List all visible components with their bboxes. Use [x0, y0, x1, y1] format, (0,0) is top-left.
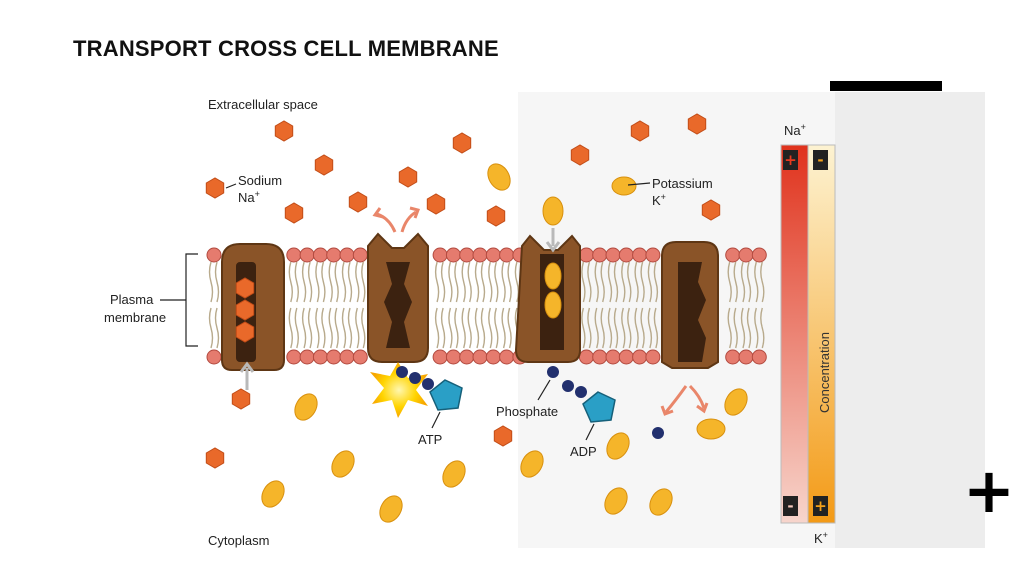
potassium-ion	[649, 488, 673, 516]
sodium-symbol-label: Na+	[238, 189, 260, 205]
adp-molecule	[562, 380, 616, 441]
phosphate-label: Phosphate	[496, 404, 558, 419]
phospholipid	[472, 247, 488, 365]
phospholipid	[312, 247, 328, 365]
plasma-label-line1: Plasma	[110, 292, 154, 307]
atp-label: ATP	[418, 432, 442, 447]
sodium-ion	[314, 154, 334, 176]
phospholipid	[445, 247, 461, 365]
phospholipid	[326, 247, 342, 365]
movement-arrows	[239, 206, 709, 416]
sodium-ion	[687, 113, 707, 135]
phospholipid	[459, 247, 475, 365]
phospholipid	[632, 247, 648, 365]
gradient-sign-bottom-left: -	[787, 497, 793, 515]
add-slide-plus-icon[interactable]: +	[963, 454, 1015, 527]
potassium-ion	[606, 432, 630, 460]
potassium-symbol-label: K+	[652, 192, 666, 208]
phospholipid	[352, 247, 368, 365]
potassium-ion	[487, 163, 511, 191]
phospholipid	[432, 247, 448, 365]
sodium-ion	[570, 144, 590, 166]
plasma-membrane-bracket	[160, 253, 198, 347]
sodium-ion	[235, 321, 255, 343]
gradient-sign-box	[813, 150, 828, 170]
potassium-ion	[604, 487, 628, 515]
bound-sodium-ions	[235, 277, 255, 343]
concentration-axis-label: Concentration	[817, 332, 832, 413]
potassium-ion	[696, 418, 726, 440]
phospholipid	[485, 247, 501, 365]
plasma-membrane-bilayer	[206, 247, 767, 365]
phospholipid	[299, 247, 315, 365]
phospholipid	[339, 247, 355, 365]
sodium-ion	[452, 132, 472, 154]
potassium-ion	[261, 480, 285, 508]
pump-protein-state-2	[367, 232, 429, 363]
concentration-gradient: + - - + Concentration	[780, 144, 836, 524]
pump-protein-state-4	[661, 241, 719, 369]
phospholipid	[286, 247, 302, 365]
sodium-ion	[205, 447, 225, 469]
sodium-ion	[231, 388, 251, 410]
plasma-label-line2: membrane	[104, 310, 166, 325]
gradient-sign-box	[783, 150, 798, 170]
phospholipid	[578, 247, 594, 365]
phospholipid	[605, 247, 621, 365]
potassium-ion	[442, 460, 466, 488]
free-potassium-ions	[261, 163, 748, 523]
potassium-ion	[520, 450, 544, 478]
bound-potassium-ions	[544, 262, 562, 319]
sodium-ion	[630, 120, 650, 142]
accent-bar	[830, 81, 942, 91]
extracellular-space-label: Extracellular space	[208, 97, 318, 112]
atp-molecule	[396, 366, 463, 429]
adp-label: ADP	[570, 444, 597, 459]
gradient-top-label: Na+	[784, 122, 806, 138]
atp-energy-burst	[370, 362, 428, 418]
sodium-ion	[398, 166, 418, 188]
sodium-ion	[274, 120, 294, 142]
phospholipid	[751, 247, 767, 365]
phospholipid	[738, 247, 754, 365]
cytoplasm-label: Cytoplasm	[208, 533, 269, 548]
free-sodium-ions	[205, 113, 721, 469]
potassium-ion	[294, 393, 318, 421]
sodium-ion	[486, 205, 506, 227]
phospholipid	[592, 247, 608, 365]
phosphate-groups	[537, 366, 664, 439]
sodium-ion	[235, 299, 255, 321]
sodium-ion	[205, 177, 225, 199]
sodium-ion	[284, 202, 304, 224]
gradient-sign-box	[783, 496, 798, 516]
side-panel	[835, 92, 985, 548]
potassium-label: Potassium	[652, 176, 713, 191]
potassium-ion	[611, 176, 637, 196]
phospholipid	[725, 247, 741, 365]
gradient-sign-bottom-right: +	[814, 497, 827, 515]
potassium-ion	[724, 388, 748, 416]
sodium-ion	[348, 191, 368, 213]
sodium-ion	[426, 193, 446, 215]
phospholipid	[618, 247, 634, 365]
phospholipid	[645, 247, 661, 365]
potassium-ion	[331, 450, 355, 478]
gradient-sign-top-left: +	[784, 151, 797, 169]
sodium-ion	[493, 425, 513, 447]
sodium-label: Sodium	[238, 173, 282, 188]
potassium-ion	[542, 196, 564, 226]
gradient-bottom-label: K+	[814, 530, 828, 546]
sodium-ion	[701, 199, 721, 221]
sodium-ion	[235, 277, 255, 299]
potassium-ion	[379, 495, 403, 523]
gradient-sign-box	[813, 496, 828, 516]
slide-title: TRANSPORT CROSS CELL MEMBRANE	[73, 36, 499, 61]
phospholipid	[206, 247, 222, 365]
phospholipid	[499, 247, 515, 365]
gradient-sign-top-right: -	[817, 151, 823, 169]
